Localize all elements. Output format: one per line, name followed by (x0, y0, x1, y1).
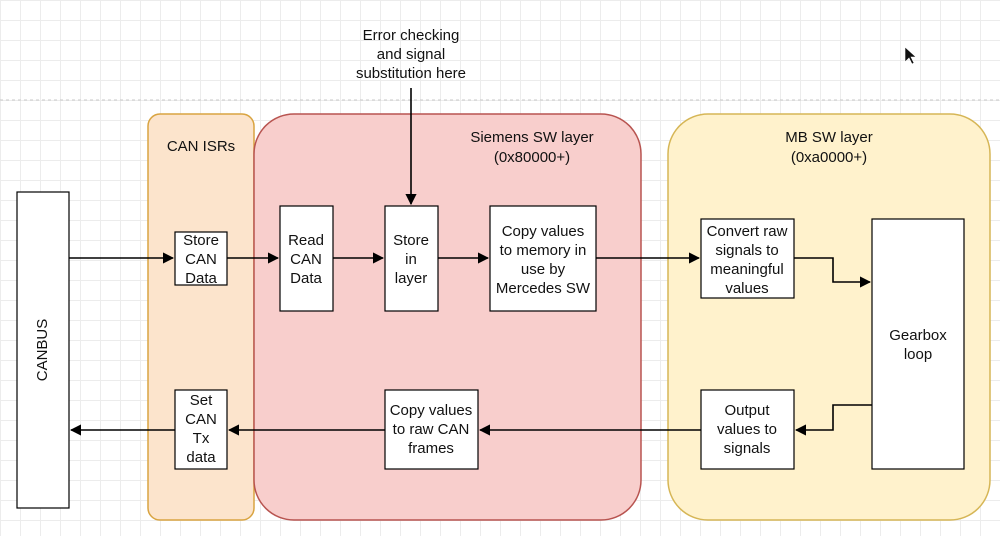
box-label-line: layer (395, 270, 428, 287)
box-label-line: CAN (290, 251, 322, 268)
box-label-line: signals to (715, 242, 778, 259)
box-label-line: data (186, 449, 216, 466)
box-label-line: use by (521, 261, 566, 278)
canbus-label: CANBUS (34, 319, 51, 382)
box-label-line: meaningful (710, 261, 783, 278)
annotation-line: Error checking (363, 27, 460, 44)
box-label-line: CAN (185, 411, 217, 428)
box-copy-values-raw-can: Copy values to raw CAN frames (384, 389, 479, 470)
box-label-line: to memory in (500, 242, 587, 259)
box-label-line: signals (724, 440, 771, 457)
box-label-line: Store (183, 232, 219, 249)
box-gearbox-loop: Gearbox loop (871, 218, 965, 470)
box-label-line: in (405, 251, 417, 268)
box-read-can-data: Read CAN Data (279, 205, 334, 312)
box-label-line: frames (408, 440, 454, 457)
box-label-line: values (725, 280, 768, 297)
region-siemens-title-line: Siemens SW layer (470, 129, 593, 146)
edge-gearbox-to-output-values (794, 404, 872, 436)
box-label-line: Set (190, 392, 213, 409)
box-store-can-data: Store CAN Data (174, 231, 228, 287)
annotation-error-checking: Error checking and signal substitution h… (356, 27, 466, 82)
canbus-box: CANBUS (16, 191, 70, 509)
edge-convert-raw-to-gearbox (794, 257, 872, 288)
annotation-line: substitution here (356, 65, 466, 82)
box-label-line: values to (717, 421, 777, 438)
box-label-line: Output (724, 402, 770, 419)
box-label-line: Convert raw (707, 223, 788, 240)
box-label-line: Store (393, 232, 429, 249)
region-mb-title-line: (0xa0000+) (791, 149, 867, 166)
box-label-line: Tx (193, 430, 210, 447)
box-label-line: Gearbox (889, 327, 947, 344)
box-label-line: Copy values (502, 223, 585, 240)
box-label-line: to raw CAN (393, 421, 470, 438)
box-label-line: Read (288, 232, 324, 249)
box-set-can-tx-data: Set CAN Tx data (174, 389, 228, 470)
box-output-values: Output values to signals (700, 389, 795, 470)
annotation-line: and signal (377, 46, 445, 63)
region-siemens-title-line: (0x80000+) (494, 149, 570, 166)
region-mb-title-line: MB SW layer (785, 129, 873, 146)
box-label-line: Copy values (390, 402, 473, 419)
box-copy-values-memory: Copy values to memory in use by Mercedes… (489, 205, 597, 312)
box-label-line: Mercedes SW (496, 280, 591, 297)
box-store-in-layer: Store in layer (384, 205, 439, 312)
box-label-line: Data (290, 270, 322, 287)
mouse-cursor-icon (904, 46, 917, 65)
box-label-line: CAN (185, 251, 217, 268)
box-label-line: Data (185, 270, 217, 287)
box-convert-raw-signals: Convert raw signals to meaningful values (700, 218, 795, 299)
region-can-isrs-title: CAN ISRs (167, 138, 235, 155)
box-label-line: loop (904, 346, 932, 363)
